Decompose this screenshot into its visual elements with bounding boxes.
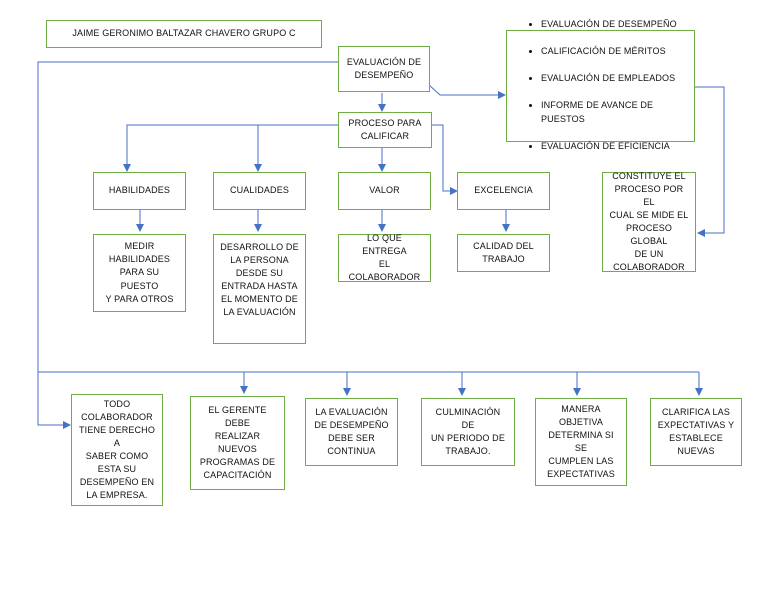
connector-synonyms-definition <box>695 86 725 237</box>
characteristic-objetiva: MANERA OBJETIVA DETERMINA SI SE CUMPLEN … <box>535 398 627 486</box>
connector-root-synonyms <box>427 83 506 99</box>
detail-excelencia: CALIDAD DEL TRABAJO <box>457 234 550 272</box>
definition-node: CONSTITUYE EL PROCESO POR EL CUAL SE MID… <box>602 171 696 272</box>
synonym-item: INFORME DE AVANCE DE PUESTOS <box>541 99 684 127</box>
characteristic-derecho: TODO COLABORADOR TIENE DERECHO A SABER C… <box>71 394 163 506</box>
characteristic-continua: LA EVALUACIÓN DE DESEMPEÑO DEBE SER CONT… <box>305 398 398 466</box>
characteristic-clarifica: CLARIFICA LAS EXPECTATIVAS Y ESTABLECE N… <box>650 398 742 466</box>
criterion-valor: VALOR <box>338 172 431 210</box>
synonym-item: EVALUACIÓN DE DESEMPEÑO <box>541 18 684 32</box>
detail-valor: LO QUE ENTREGA EL COLABORADOR <box>338 233 431 282</box>
synonyms-list: EVALUACIÓN DE DESEMPEÑO CALIFICACIÓN DE … <box>525 5 684 167</box>
criterion-excelencia: EXCELENCIA <box>457 172 550 210</box>
synonym-item: EVALUACIÓN DE EMPLEADOS <box>541 72 684 86</box>
synonym-item: EVALUACIÓN DE EFICIENCIA <box>541 140 684 154</box>
connector-process-habilidades <box>123 124 338 172</box>
synonym-item: CALIFICACIÓN DE MÉRITOS <box>541 45 684 59</box>
process-node: PROCESO PARA CALIFICAR <box>338 112 432 148</box>
connector-process-excelencia <box>430 124 458 195</box>
connector-root-left-trunk <box>37 61 338 429</box>
author-label: JAIME GERONIMO BALTAZAR CHAVERO GRUPO C <box>46 20 322 48</box>
root-node: EVALUACIÓN DE DESEMPEÑO <box>338 46 430 92</box>
detail-cualidades: DESARROLLO DE LA PERSONA DESDE SU ENTRAD… <box>213 234 306 344</box>
synonyms-box: EVALUACIÓN DE DESEMPEÑO CALIFICACIÓN DE … <box>506 19 695 151</box>
characteristic-culminacion: CULMINACIÓN DE UN PERIODO DE TRABAJO. <box>421 398 515 466</box>
detail-habilidades: MEDIR HABILIDADES PARA SU PUESTO Y PARA … <box>93 234 186 312</box>
criterion-cualidades: CUALIDADES <box>213 172 306 210</box>
characteristic-gerente: EL GERENTE DEBE REALIZAR NUEVOS PROGRAMA… <box>190 396 285 490</box>
criterion-habilidades: HABILIDADES <box>93 172 186 210</box>
